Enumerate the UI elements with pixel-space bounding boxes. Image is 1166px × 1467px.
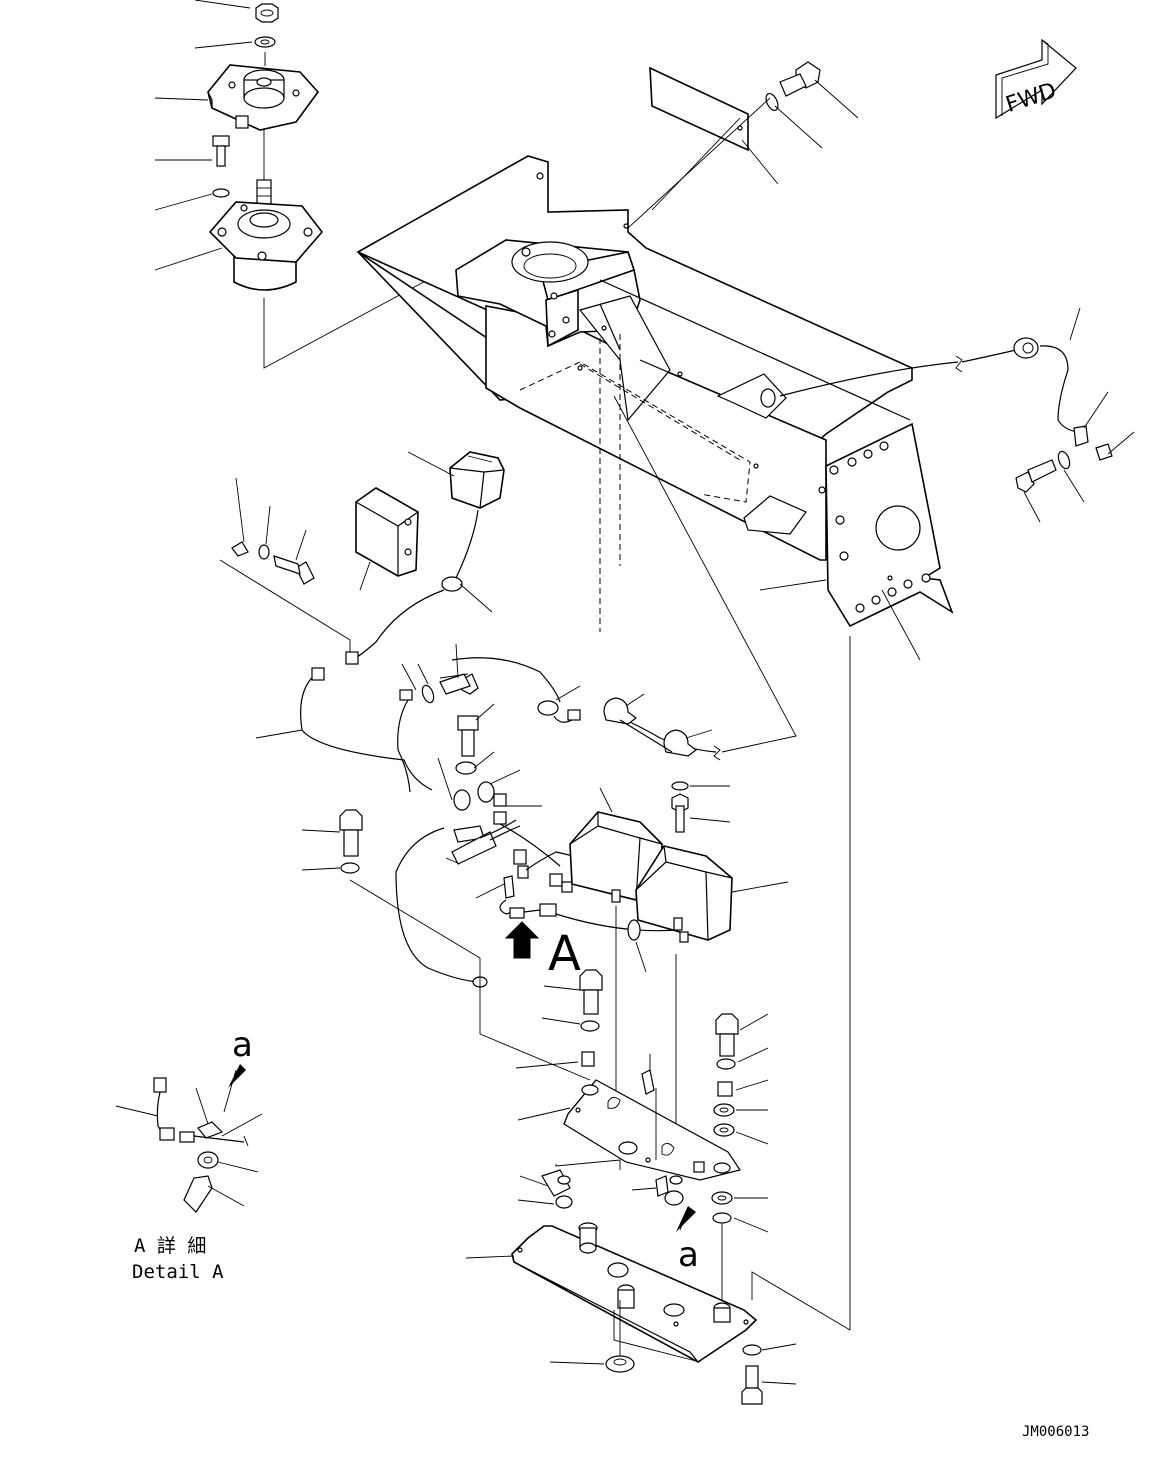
drawing-number: JM006013 — [1022, 1424, 1089, 1440]
cover-leader-lines — [627, 79, 859, 229]
bolt-lower-1 — [541, 969, 603, 1032]
detail-caption-jp: A 詳 細 — [134, 1235, 206, 1257]
clamp-pair — [603, 693, 713, 757]
cylinder-cover-right — [627, 845, 789, 973]
view-arrow-a: A — [504, 921, 581, 982]
bracket-bolt-group-left — [219, 477, 351, 656]
clip-nut-group: a — [517, 1161, 705, 1275]
subview-marker-a: a — [678, 1235, 699, 1275]
detail-a: a A 詳 細 Detail A — [115, 1025, 263, 1283]
nut-top — [255, 3, 279, 23]
connector-group — [475, 849, 677, 932]
bolt-washer-left — [301, 809, 591, 1081]
frame-leader-lines — [751, 579, 921, 1331]
view-marker-a: A — [548, 926, 581, 982]
grommet-cable — [779, 307, 1135, 461]
washer-top — [254, 36, 276, 48]
flange-plate — [207, 64, 320, 131]
bolt-harness-top — [417, 643, 581, 704]
base-plate — [465, 1159, 758, 1363]
control-box-large — [355, 487, 419, 591]
bolt-vertical-1 — [457, 703, 495, 757]
detail-subview-marker: a — [232, 1025, 253, 1065]
bottom-parts — [549, 1300, 797, 1405]
fwd-arrow: FWD — [995, 38, 1077, 120]
bolt-small-1 — [212, 135, 230, 167]
control-box-small — [407, 451, 505, 509]
bolt-washer-stack-right — [711, 1013, 769, 1310]
main-frame — [356, 155, 954, 632]
bolt-cover — [779, 61, 821, 97]
washer-small-1 — [212, 188, 230, 198]
detail-caption-en: Detail A — [132, 1261, 224, 1283]
relay-group — [395, 751, 561, 988]
bolt-right — [1015, 450, 1085, 523]
motor-body — [208, 201, 324, 291]
bracket-lower — [515, 1051, 741, 1181]
cover-plate — [649, 66, 749, 152]
